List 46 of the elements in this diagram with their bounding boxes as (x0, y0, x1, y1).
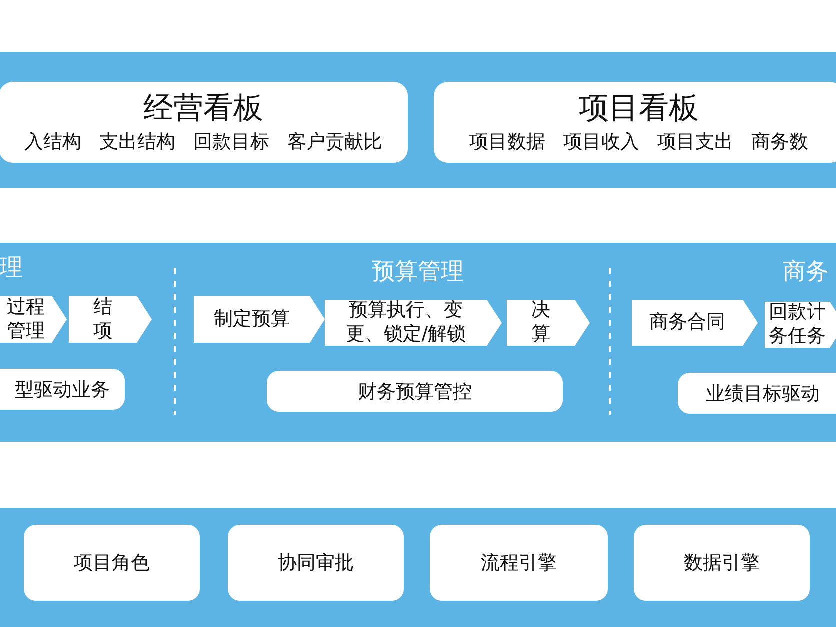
card-text: 流程引擎 (481, 551, 557, 576)
rounded-box (24, 525, 200, 601)
board-title: 经营看板 (144, 90, 264, 126)
rounded-box (267, 371, 563, 412)
card-text: 数据引擎 (684, 551, 760, 576)
metric-item: 入结构 (24, 130, 82, 154)
background-band (0, 52, 836, 188)
metric-item: 商务数 (752, 130, 808, 154)
chevron-step (507, 300, 590, 346)
dashboard-card (434, 82, 836, 163)
metric-item: 项目支出 (658, 130, 734, 154)
rounded-box (678, 373, 836, 414)
rounded-box (430, 525, 608, 601)
metric-item: 项目收入 (564, 130, 640, 154)
dashboard-card (0, 82, 408, 163)
rounded-box (0, 369, 125, 410)
chevron-step (632, 300, 758, 346)
step-text: 回款计务任务 (768, 301, 827, 349)
step-text: 制定预算 (213, 308, 291, 332)
step-text: 商务合同 (648, 311, 726, 335)
chevron-step (325, 300, 502, 346)
rounded-box (228, 525, 404, 601)
card-text: 协同审批 (278, 551, 354, 576)
card-text: 业绩目标驱动 (706, 382, 820, 406)
step-text: 结项 (92, 296, 114, 344)
step-text: 预算执行、变更、锁定/解锁 (344, 299, 468, 347)
chevron-step (194, 296, 325, 343)
step-text: 过程管理 (6, 296, 46, 344)
rounded-box (634, 525, 810, 601)
metric-item: 项目数据 (470, 130, 546, 154)
chevron-step (765, 302, 836, 348)
card-text: 项目角色 (74, 551, 150, 576)
metric-item: 支出结构 (100, 130, 176, 154)
board-title: 项目看板 (579, 90, 699, 126)
chevron-step (0, 296, 67, 343)
background-band (0, 243, 836, 442)
card-text: 财务预算管控 (358, 380, 472, 404)
metric-item: 回款目标 (194, 130, 270, 154)
step-text: 决算 (530, 299, 552, 347)
metric-item: 客户贡献比 (288, 130, 382, 154)
section-title: 理 (0, 254, 23, 283)
card-text: 型驱动业务 (14, 378, 110, 402)
section-title: 商务 (783, 258, 829, 287)
section-title: 预算管理 (372, 258, 464, 287)
background-band (0, 508, 836, 627)
chevron-step (69, 296, 152, 343)
